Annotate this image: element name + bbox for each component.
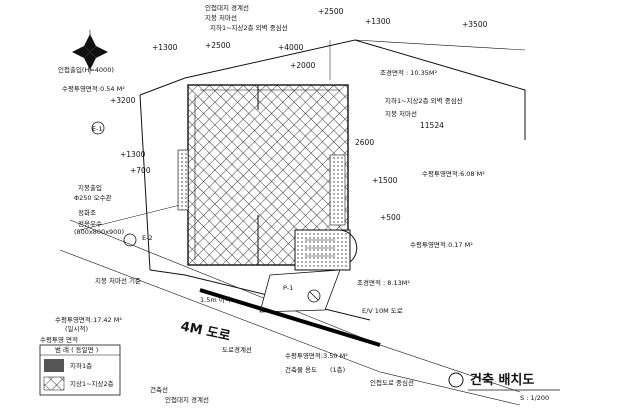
level-4000: +4000 — [278, 43, 304, 52]
note-road-boundary: 도로경계선 — [222, 345, 252, 354]
parking-space — [259, 269, 341, 313]
area-projection-1742: 수평투영면적:17.42 M² — [55, 315, 122, 324]
dim-2600: 2600 — [355, 138, 374, 147]
note-eave-reference: 지붕 처마선 기준 — [95, 276, 141, 285]
stair-core — [294, 229, 358, 271]
legend-row-floors: 지상1~지상2층 — [70, 379, 114, 388]
note-setback: 1.5m 이격 — [200, 295, 231, 304]
area-projection-017: 수평투영면적:0.17 M² — [410, 240, 473, 249]
area-projection-054: 수평투영면적:0.54 M² — [62, 84, 125, 93]
level-700: +700 — [130, 166, 151, 175]
legend — [39, 344, 121, 396]
note-tank-size: (800x800x900) — [74, 228, 124, 236]
note-ev-road: E/V 10M 도로 — [362, 307, 403, 315]
label-parking-p1: P-1 — [283, 284, 293, 292]
marker-e1: E-1 — [92, 125, 103, 133]
legend-row-basement: 지하1층 — [70, 361, 92, 370]
note-adjacent-boundary-bottom: 인접대지 경계선 — [165, 395, 209, 404]
road-label: 4M 도로 — [179, 319, 231, 344]
level-1300b: +1300 — [120, 150, 146, 159]
landscape-strip-left — [177, 149, 189, 211]
note-sewer-pipe: Φ250 오수관 — [74, 193, 112, 202]
area-projection-350: 수평투영면적:3.50 M² — [285, 351, 348, 360]
level-2500a: +2500 — [318, 7, 344, 16]
note-first-floor: (1층) — [330, 365, 345, 374]
road-edge — [199, 288, 381, 347]
note-roof-eave-top: 지붕 처마선 — [205, 13, 237, 22]
drawing-title: 건축 배치도 — [470, 372, 534, 388]
level-3200: +3200 — [110, 96, 136, 105]
legend-title: 범 례 ( 동일면 ) — [55, 345, 98, 354]
note-roof-entry: 지붕출입 — [78, 183, 102, 192]
level-3500: +3500 — [462, 20, 488, 29]
note-wall-centerline-top: 지하1~지상2층 외벽 중심선 — [210, 23, 288, 32]
note-adjacent-boundary: 인접대지 경계선 — [205, 3, 249, 12]
level-500: +500 — [380, 213, 401, 222]
marker-e2: E-2 — [142, 234, 153, 242]
level-2500b: +2500 — [205, 41, 231, 50]
note-septic: 정화조 — [78, 208, 96, 217]
level-2000: +2000 — [290, 61, 316, 70]
note-rainwater: 전용우수 — [78, 219, 102, 228]
note-adjacent-entry: 인접출입(H=4000) — [58, 65, 114, 74]
landscape-strip-right — [329, 154, 346, 226]
note-building-use: 건축물 용도 — [285, 365, 317, 374]
north-arrow-icon — [72, 30, 108, 74]
area-projection-608: 수평투영면적:6.08 M² — [422, 169, 485, 178]
level-1500: +1500 — [372, 176, 398, 185]
note-wall-centerline-right: 지하1~지상2층 외벽 중심선 — [385, 96, 463, 105]
legend-swatch-f1 — [43, 376, 65, 391]
legend-swatch-b1 — [44, 359, 64, 372]
note-roof-eave-right: 지붕 처마선 — [385, 109, 417, 118]
level-1300a: +1300 — [152, 43, 178, 52]
legend-caption: 수평투영 면적 — [40, 335, 78, 344]
note-road-centerline: 인접도로 중심선 — [370, 378, 414, 387]
level-1300-top: +1300 — [365, 17, 391, 26]
drawing-scale: S : 1/200 — [520, 394, 549, 402]
note-building-line: 건축선 — [150, 385, 168, 394]
dim-11524: 11524 — [420, 121, 444, 130]
area-landscape-813: 조경면적 : 8.13M² — [357, 278, 410, 287]
note-temporary: (일시적) — [65, 324, 88, 333]
area-landscape-1035: 조경면적 : 10.35M² — [380, 68, 437, 77]
